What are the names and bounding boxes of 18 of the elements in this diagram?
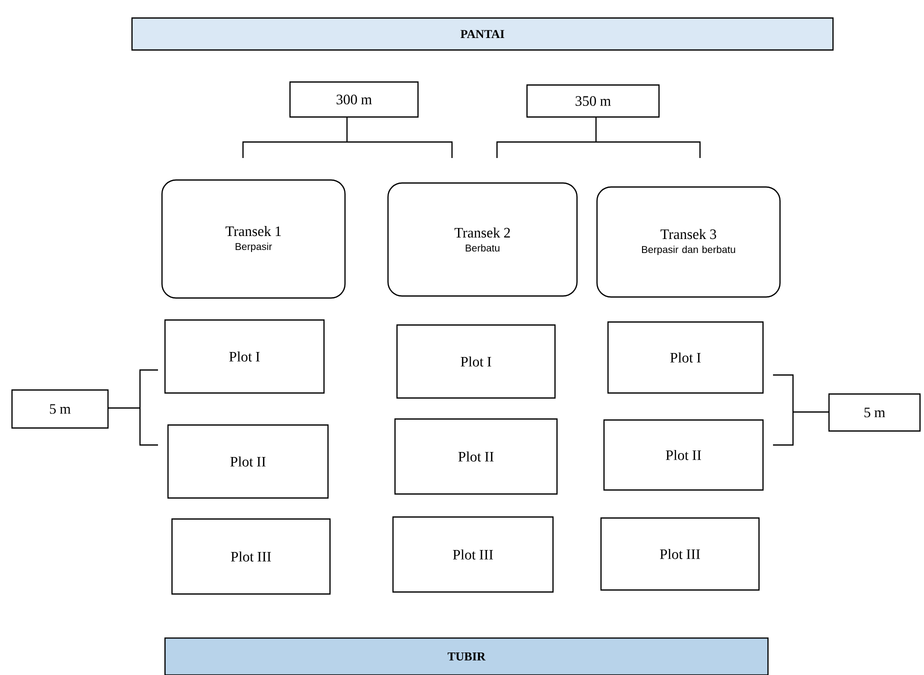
plot-box: Plot I bbox=[164, 319, 325, 394]
plot-box: Plot III bbox=[171, 518, 331, 595]
plot-box: Plot II bbox=[603, 419, 764, 491]
transect-box: Transek 1 Berpasir bbox=[161, 179, 346, 299]
measurement-box: 5 m bbox=[11, 389, 109, 429]
reef-band: TUBIR bbox=[164, 637, 769, 675]
transect-box: Transek 3 Berpasir dan berbatu bbox=[596, 186, 781, 298]
measurement-box: 5 m bbox=[828, 393, 921, 432]
plot-box: Plot I bbox=[607, 321, 764, 394]
plot-box: Plot II bbox=[167, 424, 329, 499]
shore-band: PANTAI bbox=[131, 17, 834, 51]
plot-box: Plot III bbox=[600, 517, 760, 591]
transect-box: Transek 2 Berbatu bbox=[387, 182, 578, 297]
measurement-box: 350 m bbox=[526, 84, 660, 118]
plot-box: Plot II bbox=[394, 418, 558, 495]
measurement-box: 300 m bbox=[289, 81, 419, 118]
plot-box: Plot I bbox=[396, 324, 556, 399]
plot-box: Plot III bbox=[392, 516, 554, 593]
